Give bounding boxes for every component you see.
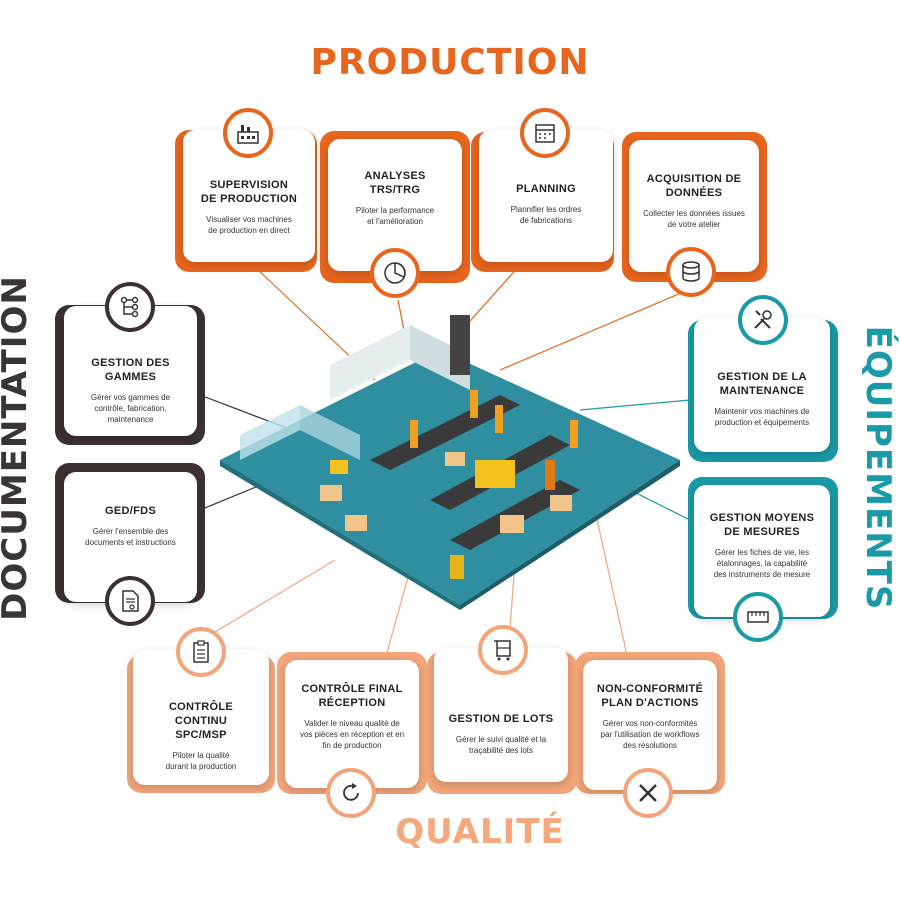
card-title: DE PRODUCTION (200, 193, 298, 205)
office-wall (330, 315, 470, 400)
card-title: GESTION MOYENS (709, 512, 815, 524)
ruler-icon (733, 592, 783, 642)
card-desc: traçabilité des lots (468, 746, 534, 755)
section-title-qualite: QUALITÉ (395, 812, 565, 852)
card-desc: et l'amélioration (367, 217, 423, 226)
card-desc: des résolutions (623, 741, 677, 750)
card-title: GAMMES (104, 371, 157, 383)
card-title: GESTION DE LA (717, 371, 807, 383)
machine-yellow (450, 460, 515, 579)
card-title: SUPERVISION (209, 179, 289, 191)
hierarchy-icon (105, 282, 155, 332)
card-desc: Plannifier les ordres (510, 205, 582, 214)
card-title: RÉCEPTION (318, 697, 386, 709)
card-desc: maintenance (107, 415, 154, 424)
card-desc: Maintenir vos machines de (714, 407, 810, 416)
card-title: CONTRÔLE CONTINU (168, 701, 234, 727)
card-desc: Piloter la performance (355, 206, 435, 215)
card-title: SPC/MSP (175, 729, 227, 741)
factory-icon (223, 108, 273, 158)
pie-chart-icon (370, 248, 420, 298)
cross-icon (623, 768, 673, 818)
card-desc: fin de production (322, 741, 382, 750)
card-title: ANALYSES TRS/TRG (364, 170, 426, 196)
card-desc: Valider le niveau qualité de (304, 719, 400, 728)
boxes (320, 452, 572, 533)
card-desc: durant la production (165, 762, 237, 771)
card-desc: Gérer les fiches de vie, les (714, 548, 810, 557)
card-title: GESTION DES (91, 357, 170, 369)
card-title: CONTRÔLE FINAL (301, 683, 403, 695)
robot-arms (410, 390, 578, 490)
tools-icon (738, 295, 788, 345)
card-title: DE MESURES (724, 526, 800, 538)
card-desc: par l'utilisation de workflows (600, 730, 700, 739)
calendar-icon (520, 108, 570, 158)
card-desc: Gérer vos gammes de (90, 393, 171, 402)
card-title: ACQUISITION DE (646, 173, 742, 185)
card-desc: contrôle, fabrication, (94, 404, 167, 413)
database-icon (666, 247, 716, 297)
card-desc: Collecter les données issues (643, 209, 745, 218)
card-desc: de production en direct (208, 226, 290, 235)
card-desc: production et équipements (714, 418, 810, 427)
card-desc: de fabrications (519, 216, 573, 225)
card-desc: des instruments de mesure (713, 570, 811, 579)
card-desc: de votre atelier (667, 220, 721, 229)
card-desc: Visualiser vos machines (206, 215, 292, 224)
card-title: NON-CONFORMITÉ (596, 683, 704, 695)
clipboard-icon (176, 627, 226, 677)
card-desc: Piloter la qualité (172, 751, 230, 760)
cycle-icon (326, 768, 376, 818)
card-controle-final[interactable]: CONTRÔLE FINAL RÉCEPTION Valider le nive… (285, 660, 419, 788)
glass-office-left (240, 405, 360, 460)
section-title-production: PRODUCTION (310, 42, 590, 83)
card-desc: Gérer l'ensemble des (92, 527, 169, 536)
card-desc: Gérer le suivi qualité et la (455, 735, 547, 744)
card-desc: vos pièces en réception et en (299, 730, 405, 739)
card-title: PLAN D'ACTIONS (601, 697, 699, 709)
card-title: GESTION DE LOTS (448, 713, 554, 725)
factory-illustration (220, 315, 680, 610)
card-title: GED/FDS (105, 505, 156, 517)
card-title: DONNÉES (665, 187, 723, 199)
forklift (330, 460, 348, 474)
card-desc: étalonnages, la capabilité (716, 559, 808, 568)
card-desc: documents et instructions (85, 538, 176, 547)
card-title: PLANNING (516, 183, 576, 195)
document-icon (105, 576, 155, 626)
cart-icon (478, 625, 528, 675)
card-desc: Gérer vos non-conformités (602, 719, 698, 728)
card-title: MAINTENANCE (719, 385, 805, 397)
